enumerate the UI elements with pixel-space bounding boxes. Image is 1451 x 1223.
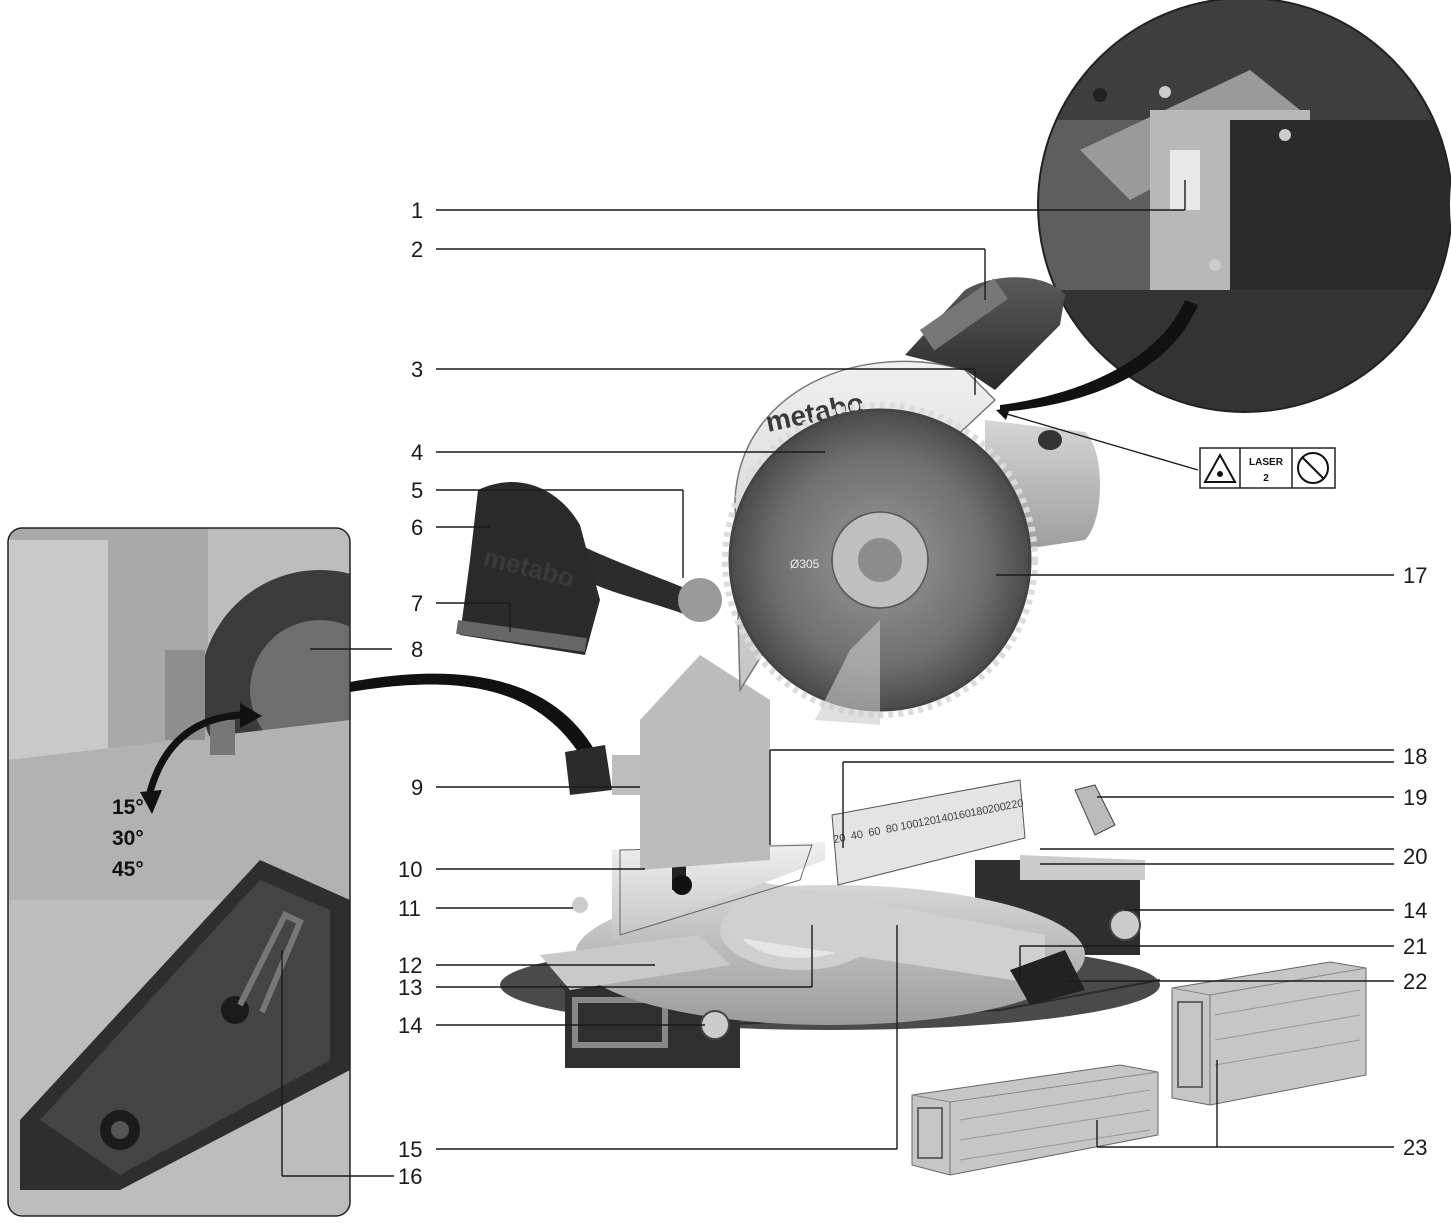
callout-11: 11 xyxy=(398,896,421,921)
laser-detail-circle xyxy=(1037,0,1451,413)
callout-9: 9 xyxy=(411,775,423,800)
callout-23: 23 xyxy=(1403,1135,1427,1160)
callout-22: 22 xyxy=(1403,969,1427,994)
callout-3: 3 xyxy=(411,357,423,382)
scale-tick-40: 40 xyxy=(850,829,864,843)
laser-warning-icon xyxy=(1203,452,1237,483)
callout-4: 4 xyxy=(411,440,423,465)
angle-detail-inset: 15° 30° 45° xyxy=(7,527,351,1217)
callout-15: 15 xyxy=(398,1137,422,1162)
laser-label-line2: 2 xyxy=(1263,473,1269,484)
scale-tick-220: 220 xyxy=(1004,798,1024,813)
scale-tick-120: 120 xyxy=(917,815,937,830)
callout-2: 2 xyxy=(411,237,423,262)
callout-19: 19 xyxy=(1403,785,1427,810)
no-stare-icon xyxy=(1297,452,1329,484)
scale-tick-180: 180 xyxy=(969,804,989,819)
callout-5: 5 xyxy=(411,478,423,503)
callout-6: 6 xyxy=(411,515,423,540)
inset-connector-arrow xyxy=(350,673,600,768)
callout-14-right: 14 xyxy=(1403,898,1427,923)
scale-tick-60: 60 xyxy=(867,825,881,839)
callout-8: 8 xyxy=(411,637,423,662)
bevel-scale xyxy=(831,779,1026,886)
callout-18: 18 xyxy=(1403,744,1427,769)
angle-45-label: 45° xyxy=(112,858,144,881)
angle-15-label: 15° xyxy=(112,796,144,819)
callout-numbers: 1 2 3 4 5 6 7 8 9 10 11 12 13 14 15 16 1… xyxy=(398,198,1427,1189)
knob-right xyxy=(1109,909,1141,941)
scale-tick-200: 200 xyxy=(987,801,1007,816)
laser-class-label: LASER 2 xyxy=(1199,447,1336,489)
angle-30-label: 30° xyxy=(112,827,144,850)
scale-tick-160: 160 xyxy=(952,808,972,823)
callout-20: 20 xyxy=(1403,844,1427,869)
handle xyxy=(905,277,1065,390)
callout-7: 7 xyxy=(411,591,423,616)
blade-diameter-text: Ø305 xyxy=(790,557,820,571)
callout-10: 10 xyxy=(398,857,422,882)
scale-tick-80: 80 xyxy=(885,822,899,836)
extension-profiles xyxy=(911,961,1367,1176)
callout-13: 13 xyxy=(398,975,422,1000)
scale-tick-140: 140 xyxy=(934,811,954,826)
callout-17: 17 xyxy=(1403,563,1427,588)
knob-left xyxy=(700,1010,730,1040)
laser-label-line1: LASER xyxy=(1249,457,1284,468)
leader-lines xyxy=(281,180,1394,1177)
scale-tick-20: 20 xyxy=(832,832,846,846)
callout-21: 21 xyxy=(1403,934,1427,959)
rotate-arrow-icon xyxy=(146,711,241,793)
callout-16: 16 xyxy=(398,1164,422,1189)
laser-connector-arrow xyxy=(1000,300,1198,412)
callout-14-left: 14 xyxy=(398,1013,422,1038)
scale-tick-100: 100 xyxy=(899,818,919,833)
callout-12: 12 xyxy=(398,953,422,978)
dust-bag xyxy=(460,482,600,655)
callout-1: 1 xyxy=(411,198,423,223)
